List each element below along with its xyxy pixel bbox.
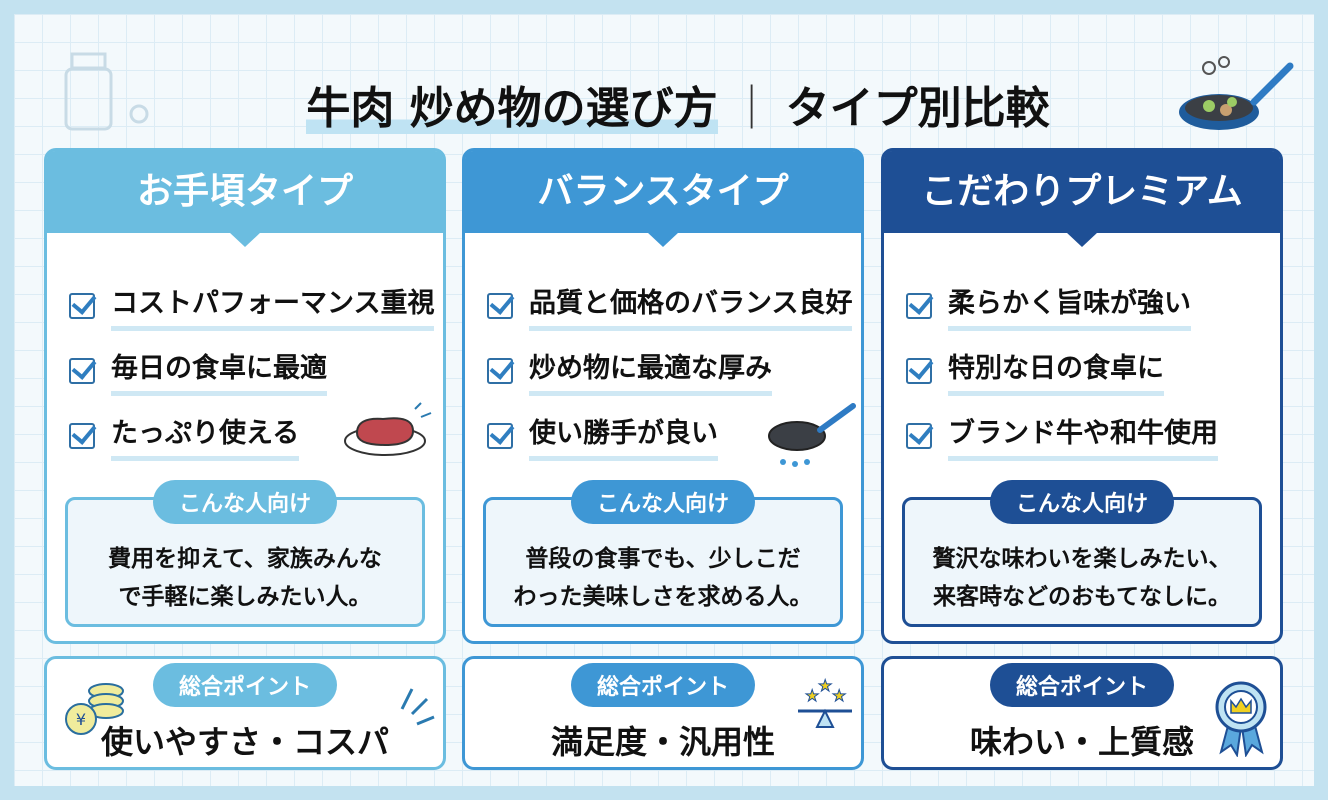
- sparkle-lines-icon: [400, 688, 435, 726]
- yen-coins-icon: ¥: [65, 683, 124, 735]
- target-line: わった美味しさを求める人。: [513, 584, 813, 610]
- feature-text: ブランド牛や和牛使用: [948, 411, 1218, 461]
- svg-text:★: ★: [818, 676, 832, 695]
- feature-text: 特別な日の食卓に: [948, 346, 1164, 396]
- list-item: 特別な日の食卓に: [906, 338, 1218, 403]
- list-item: コストパフォーマンス重視: [69, 273, 435, 338]
- target-text: 贅沢な味わいを楽しみたい、来客時などのおもてなしに。: [905, 540, 1259, 616]
- point-label: 総合ポイント: [989, 663, 1175, 707]
- target-line: 普段の食事でも、少しこだ: [525, 546, 801, 572]
- type-card: バランスタイプ 品質と価格のバランス良好 炒め物に最適な厚み 使い勝手が良い こ…: [462, 148, 864, 644]
- checkbox-icon: [487, 292, 513, 319]
- target-audience-box: こんな人向け 費用を抑えて、家族みんなで手軽に楽しみたい人。: [65, 480, 425, 627]
- type-header: こだわりプレミアム: [884, 151, 1280, 247]
- feature-list: 柔らかく旨味が強い 特別な日の食卓に ブランド牛や和牛使用: [906, 273, 1218, 468]
- type-header: バランスタイプ: [465, 151, 861, 247]
- feature-list: 品質と価格のバランス良好 炒め物に最適な厚み 使い勝手が良い: [487, 273, 853, 468]
- type-card: こだわりプレミアム 柔らかく旨味が強い 特別な日の食卓に ブランド牛や和牛使用 …: [881, 148, 1283, 644]
- frying-pan-icon: [768, 403, 856, 467]
- list-item: 柔らかく旨味が強い: [906, 273, 1218, 338]
- title-separator: ｜: [729, 83, 774, 134]
- target-audience-box: こんな人向け 普段の食事でも、少しこだわった美味しさを求める人。: [483, 480, 843, 627]
- checkbox-icon: [906, 357, 932, 384]
- frying-pan-vegetables-icon: [1179, 56, 1294, 130]
- point-card: 総合ポイント 味わい・上質感: [881, 656, 1283, 770]
- checkbox-icon: [906, 292, 932, 319]
- target-label: こんな人向け: [152, 480, 338, 524]
- point-card: 総合ポイント 満足度・汎用性 ★★★: [462, 656, 864, 770]
- feature-text: 品質と価格のバランス良好: [529, 281, 853, 331]
- svg-text:★: ★: [805, 686, 819, 705]
- target-line: で手軽に楽しみたい人。: [118, 584, 372, 610]
- feature-text: たっぷり使える: [111, 411, 300, 461]
- type-card: お手頃タイプ コストパフォーマンス重視 毎日の食卓に最適 たっぷり使える こんな…: [44, 148, 446, 644]
- feature-text: 毎日の食卓に最適: [111, 346, 327, 396]
- page-title: 牛肉 炒め物の選び方｜タイプ別比較: [14, 72, 1328, 136]
- title-sub: タイプ別比較: [785, 83, 1050, 134]
- spice-jar-icon: [64, 52, 149, 131]
- feature-text: 炒め物に最適な厚み: [529, 346, 772, 396]
- svg-text:★: ★: [832, 686, 846, 705]
- target-audience-box: こんな人向け 贅沢な味わいを楽しみたい、来客時などのおもてなしに。: [902, 480, 1262, 627]
- title-main: 牛肉 炒め物の選び方: [306, 83, 718, 134]
- column-balance: バランスタイプ 品質と価格のバランス良好 炒め物に最適な厚み 使い勝手が良い こ…: [462, 148, 864, 770]
- list-item: 品質と価格のバランス良好: [487, 273, 853, 338]
- checkbox-icon: [69, 357, 95, 384]
- crown-ribbon-icon: [1215, 681, 1267, 757]
- stars-scale-icon: ★★★: [798, 676, 852, 728]
- target-line: 贅沢な味わいを楽しみたい、: [932, 546, 1232, 572]
- feature-list: コストパフォーマンス重視 毎日の食卓に最適 たっぷり使える: [69, 273, 435, 468]
- list-item: 使い勝手が良い: [487, 403, 852, 468]
- column-premium: こだわりプレミアム 柔らかく旨味が強い 特別な日の食卓に ブランド牛や和牛使用 …: [881, 148, 1283, 770]
- point-label: 総合ポイント: [152, 663, 338, 707]
- point-text: 満足度・汎用性: [550, 723, 775, 761]
- feature-text: コストパフォーマンス重視: [111, 281, 435, 331]
- checkbox-icon: [69, 422, 95, 449]
- point-text: 味わい・上質感: [969, 723, 1194, 761]
- svg-text:¥: ¥: [76, 710, 86, 729]
- list-item: ブランド牛や和牛使用: [906, 403, 1218, 468]
- point-text: 使いやすさ・コスパ: [100, 723, 389, 761]
- feature-text: 使い勝手が良い: [529, 411, 718, 461]
- target-line: 費用を抑えて、家族みんな: [108, 546, 382, 572]
- list-item: 毎日の食卓に最適: [69, 338, 434, 403]
- point-card: 総合ポイント 使いやすさ・コスパ ¥: [44, 656, 446, 770]
- steak-plate-icon: [344, 402, 432, 456]
- column-budget: お手頃タイプ コストパフォーマンス重視 毎日の食卓に最適 たっぷり使える こんな…: [44, 148, 446, 770]
- checkbox-icon: [487, 357, 513, 384]
- checkbox-icon: [487, 422, 513, 449]
- checkbox-icon: [69, 292, 95, 319]
- target-text: 費用を抑えて、家族みんなで手軽に楽しみたい人。: [68, 540, 422, 616]
- list-item: たっぷり使える: [69, 403, 434, 468]
- target-label: こんな人向け: [570, 480, 756, 524]
- list-item: 炒め物に最適な厚み: [487, 338, 852, 403]
- feature-text: 柔らかく旨味が強い: [948, 281, 1191, 331]
- checkbox-icon: [906, 422, 932, 449]
- target-label: こんな人向け: [989, 480, 1175, 524]
- type-header: お手頃タイプ: [47, 151, 443, 247]
- target-line: 来客時などのおもてなしに。: [932, 584, 1232, 610]
- target-text: 普段の食事でも、少しこだわった美味しさを求める人。: [486, 540, 840, 616]
- point-label: 総合ポイント: [570, 663, 756, 707]
